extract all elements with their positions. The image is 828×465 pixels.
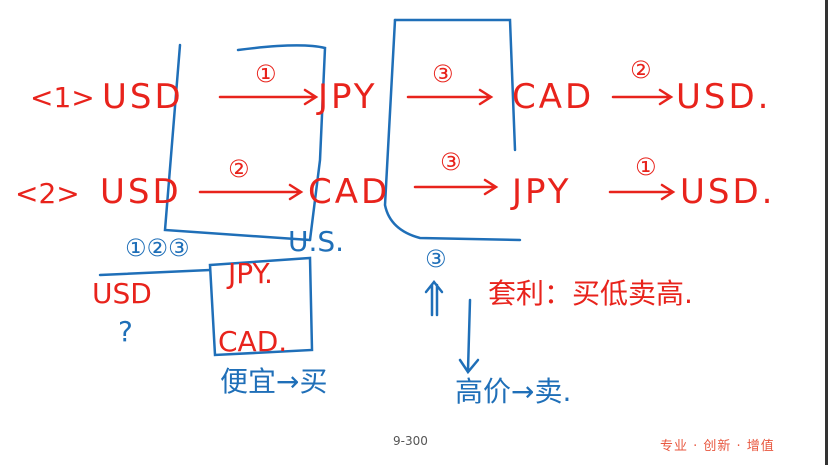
box-jpy-line [236,44,327,242]
row1-usd-end: USD. [676,77,772,117]
underline [98,268,212,277]
row2-jpy: JPY [512,172,572,212]
row2-usd: USD [100,172,182,212]
us-note: U.S. [288,225,345,258]
note-cad: CAD. [218,325,288,358]
up-arrow [424,279,444,317]
row1-step: ① [255,60,277,88]
box-right-line [383,18,522,242]
down-arrow [458,298,480,375]
arbitrage-note: 套利：买低卖高. [488,277,693,310]
row2-step: ② [228,155,250,183]
row2-cad: CAD [308,172,391,212]
row2-usd-end: USD. [680,172,776,212]
footer-slogan: 专业 · 创新 · 增值 [660,439,775,454]
arrow-r2-1 [198,183,304,201]
window-edge [825,0,828,465]
row2-label: <2> [15,177,80,210]
row1-step: ③ [432,60,454,88]
row2-step: ③ [440,148,462,176]
note-jpy: JPY. [228,257,273,290]
box-right-top [393,18,517,152]
steps-note: ①②③ [125,234,190,262]
row1-step: ② [630,56,652,84]
row1-usd: USD [102,77,184,117]
box-left-line [163,43,312,242]
row2-step: ① [635,153,657,181]
arrow-r1-1 [218,88,319,106]
box-currencies [208,256,314,357]
note-step3: ③ [425,245,447,273]
page-number: 9-300 [393,434,428,448]
arrow-r1-3 [611,88,674,106]
note-usd: USD [92,277,152,310]
arrow-r2-3 [608,183,676,201]
note-question: ? [118,315,133,348]
row1-cad: CAD [512,77,595,117]
cheap-buy-note: 便宜→买 [220,365,328,398]
expensive-sell-note: 高价→卖. [455,375,572,408]
arrow-r1-2 [406,88,494,106]
row1-label: <1> [30,81,95,114]
arrow-r2-2 [413,178,499,196]
row1-jpy: JPY [318,77,378,117]
